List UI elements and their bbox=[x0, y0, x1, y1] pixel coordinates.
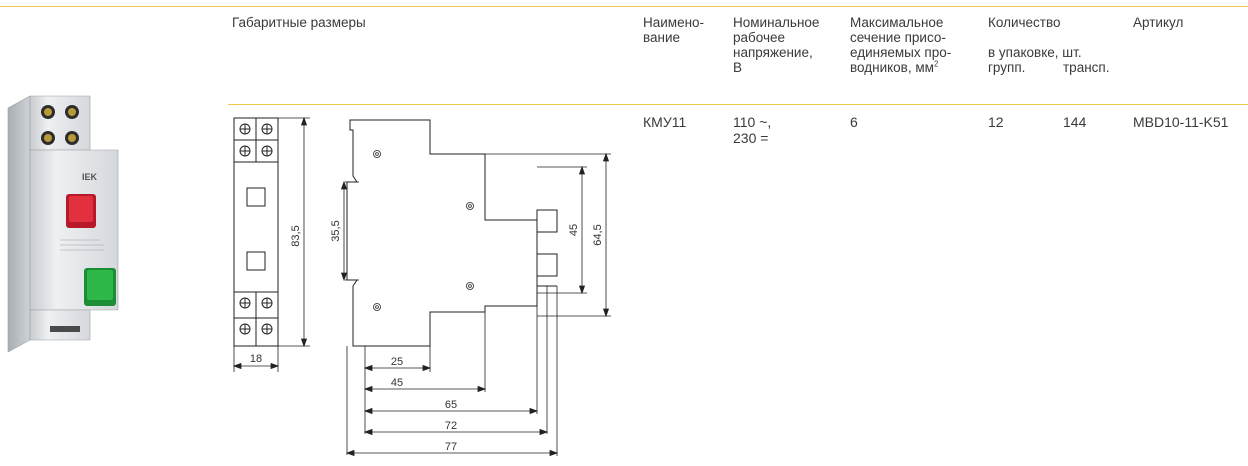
header-cross-section-line: сечение присо- bbox=[850, 30, 946, 45]
cell-voltage-line: 230 = bbox=[733, 130, 769, 146]
dim-width-72: 72 bbox=[445, 420, 457, 432]
header-cross-section-line: водников, мм bbox=[850, 60, 934, 75]
brand-logo: IEK bbox=[82, 172, 98, 182]
header-voltage-line: напряжение, bbox=[733, 45, 813, 60]
product-photo: IEK bbox=[7, 95, 119, 353]
cell-qty-group: 12 bbox=[988, 114, 1004, 130]
dim-width-45: 45 bbox=[391, 377, 403, 389]
dim-height-64-5: 64,5 bbox=[592, 224, 604, 245]
dim-width-65: 65 bbox=[445, 399, 457, 411]
cell-name: КМУ11 bbox=[643, 114, 687, 130]
dim-inner-height: 35,5 bbox=[330, 220, 342, 241]
header-cross-section-line: единяемых про- bbox=[850, 45, 952, 60]
header-voltage-line: рабочее bbox=[733, 30, 786, 45]
header-cross-section-line: Максимальное bbox=[850, 15, 944, 30]
dim-height-45: 45 bbox=[568, 224, 580, 236]
rivet-icon bbox=[373, 150, 474, 311]
dim-front-width: 18 bbox=[250, 353, 262, 365]
header-name-line: Наимено- bbox=[643, 15, 705, 30]
dim-width-25: 25 bbox=[391, 356, 403, 368]
header-voltage-line: В bbox=[733, 60, 743, 75]
header-cross-section-sup: 2 bbox=[933, 59, 939, 69]
cell-voltage-line: 110 ~, bbox=[733, 114, 772, 130]
header-name-line: вание bbox=[643, 30, 681, 45]
terminal-screw-icon bbox=[239, 123, 273, 335]
top-rule bbox=[0, 6, 1248, 7]
side-dimension-drawing: 35,5 45 64,5 25 45 65 72 77 bbox=[330, 119, 611, 457]
header-quantity-sub: в упаковке, шт. bbox=[988, 45, 1082, 60]
header-rule bbox=[228, 104, 1248, 105]
header-cross-section: Максимальное сечение присо- единяемых пр… bbox=[850, 15, 951, 75]
header-cross-section-last: водников, мм2 bbox=[850, 60, 951, 75]
dim-width-77: 77 bbox=[445, 441, 457, 453]
dim-front-height: 83,5 bbox=[290, 225, 302, 246]
header-qty-transport: трансп. bbox=[1063, 60, 1110, 75]
header-quantity: Количество bbox=[988, 15, 1061, 30]
cell-cross-section: 6 bbox=[850, 114, 858, 130]
header-dimensions: Габаритные размеры bbox=[232, 15, 366, 30]
front-dimension-drawing: 83,5 18 bbox=[232, 116, 310, 372]
screw-icon bbox=[41, 105, 79, 145]
red-button bbox=[69, 196, 93, 222]
header-voltage-line: Номинальное bbox=[733, 15, 820, 30]
cell-article: MBD10-11-K51 bbox=[1133, 114, 1229, 130]
green-button bbox=[87, 270, 113, 300]
header-qty-group: групп. bbox=[988, 60, 1026, 75]
header-article: Артикул bbox=[1133, 15, 1184, 30]
header-name: Наимено- вание bbox=[643, 15, 704, 45]
header-voltage: Номинальное рабочее напряжение, В bbox=[733, 15, 819, 75]
cell-voltage: 110 ~, 230 = bbox=[733, 114, 771, 146]
cell-qty-transport: 144 bbox=[1063, 114, 1087, 130]
